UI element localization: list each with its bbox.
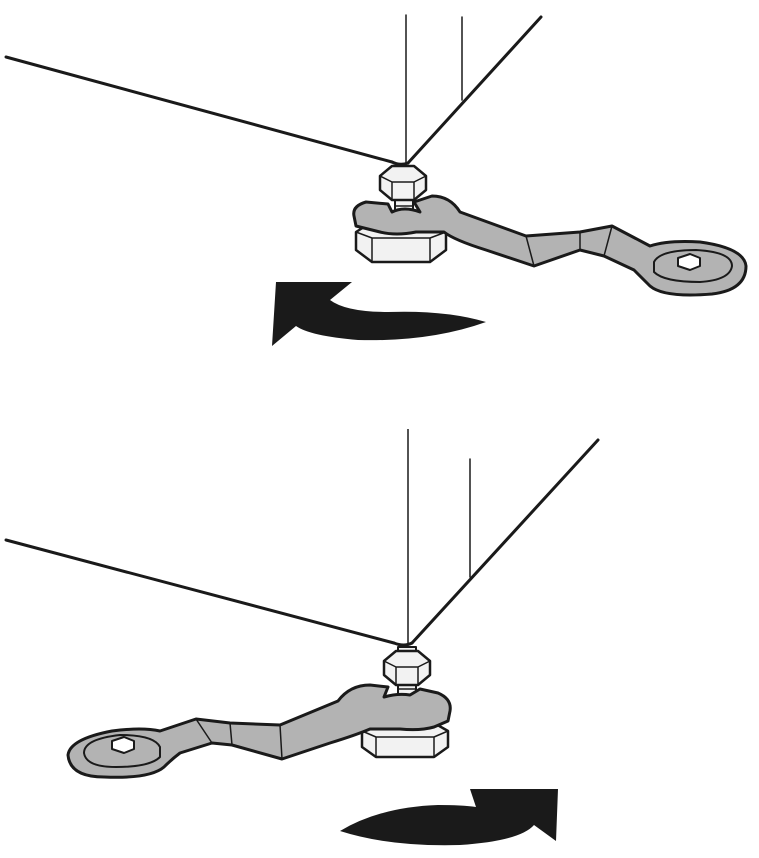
appliance-bottom-edge-left — [4, 538, 396, 645]
adjusting-wrench — [352, 194, 748, 297]
lock-nut-facets — [379, 175, 427, 200]
appliance-bottom-edge-left — [4, 55, 394, 164]
figure-bottom-adjust-foot-clockwise — [0, 429, 759, 858]
figure-top-adjust-foot-counterclockwise — [4, 14, 748, 346]
hex-socket-icon — [677, 253, 701, 271]
rotate-counterclockwise-arrow-icon — [272, 282, 486, 346]
rotate-clockwise-arrow-icon — [340, 789, 558, 846]
appliance-bottom-edge-right — [406, 15, 543, 165]
adjusting-wrench — [66, 683, 452, 779]
appliance-corner — [392, 641, 414, 647]
lock-nut — [378, 164, 428, 202]
foot-base-facets — [355, 231, 447, 262]
appliance-bottom-edge-right — [410, 438, 600, 645]
wrench-bend-lines — [525, 225, 613, 267]
top-illustration — [4, 14, 748, 346]
lock-nut — [382, 649, 432, 687]
lock-nut-facets — [383, 660, 431, 685]
hex-socket-icon — [111, 736, 135, 754]
leveling-foot — [354, 164, 448, 264]
wrench-body — [352, 194, 748, 297]
wrench-bend-lines — [195, 718, 283, 760]
bottom-illustration — [4, 429, 600, 846]
wrench-body — [66, 683, 452, 779]
appliance-outline — [4, 429, 600, 647]
foot-base-facets — [361, 730, 449, 757]
appliance-outline — [4, 14, 543, 166]
